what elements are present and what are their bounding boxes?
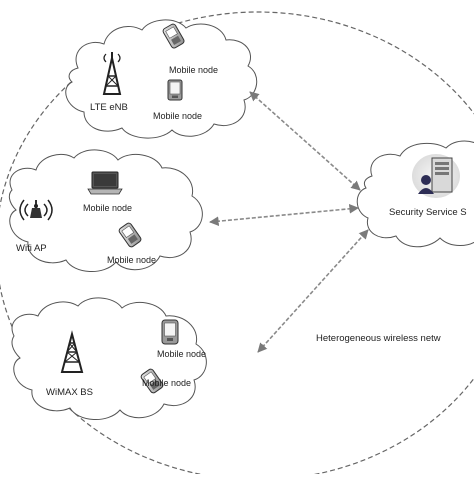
network-label: Heterogeneous wireless netw [316, 333, 441, 344]
server-cloud [356, 140, 474, 248]
lte-cloud [65, 19, 258, 139]
pda-icon [161, 319, 179, 345]
server-label: Security Service S [389, 207, 467, 218]
wimax-node-label-2: Mobile node [142, 378, 192, 388]
wifi-node-label-1: Mobile node [83, 203, 133, 213]
arrow-lte-server [249, 91, 361, 191]
lte-node-label-2: Mobile node [153, 111, 203, 121]
pda-icon [167, 79, 183, 101]
wifi-node-label-2: Mobile node [107, 255, 157, 265]
network-boundary [0, 11, 474, 479]
server-with-user-icon [412, 154, 460, 198]
wifi-cloud [8, 149, 203, 273]
mobile-phone-icon [118, 222, 142, 248]
lte-station-label: LTE eNB [90, 102, 128, 113]
radio-tower-icon [60, 330, 84, 373]
arrow-wimax-server [257, 229, 369, 353]
laptop-icon [87, 171, 123, 195]
lte-node-label-1: Mobile node [169, 65, 219, 75]
wimax-station-label: WiMAX BS [46, 387, 93, 398]
wifi-access-point-icon [19, 199, 53, 221]
wimax-node-label-1: Mobile node [157, 349, 207, 359]
mobile-phone-icon [162, 23, 185, 49]
cell-tower-icon [102, 52, 122, 95]
wifi-station-label: Wifi AP [16, 243, 47, 254]
arrow-wifi-server [209, 204, 359, 226]
mobile-phone-icon [140, 368, 164, 394]
